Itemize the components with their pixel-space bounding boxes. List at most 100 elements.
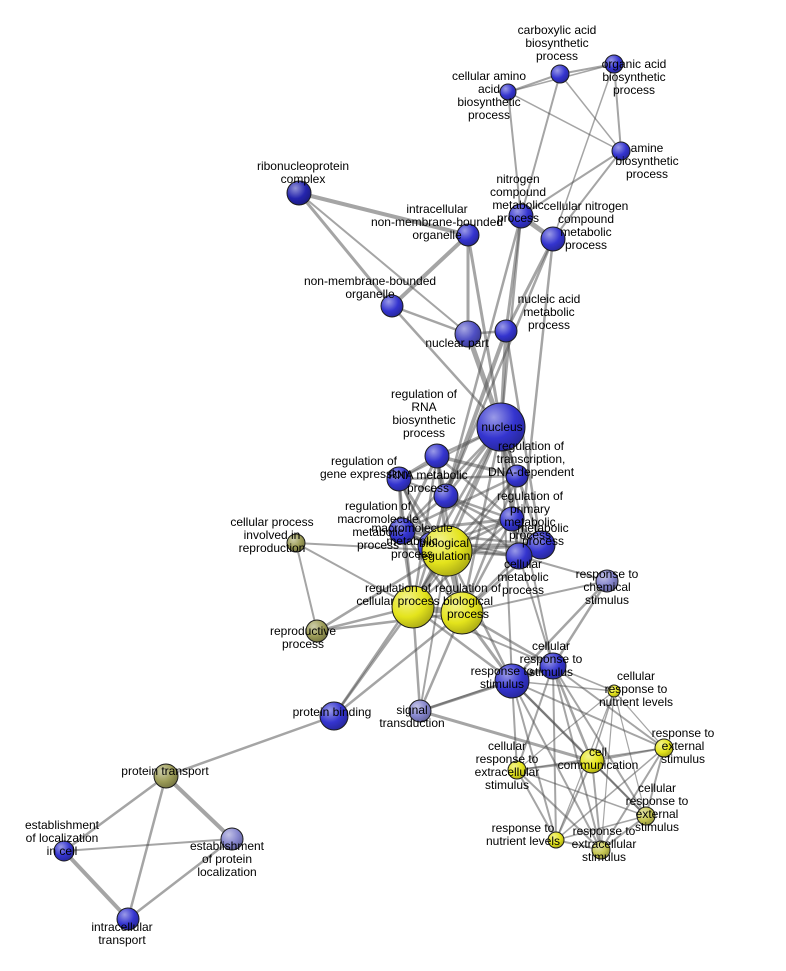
edge-regulation-of-cellular-process--protein-binding — [332, 605, 415, 718]
node-response-to-extracellular-stimulus[interactable] — [591, 840, 611, 860]
label-protein-transport: protein transport — [121, 764, 209, 778]
edge-regulation-of-biological-process--protein-binding — [332, 611, 464, 718]
node-rna-metabolic-process[interactable] — [433, 483, 459, 509]
node-cell-communication[interactable] — [579, 748, 605, 774]
node-nucleus[interactable] — [476, 402, 526, 452]
node-nitrogen-compound-metabolic-process[interactable] — [508, 203, 534, 229]
edge-intracellular-non-membrane-bounded-organelle--nucleus — [466, 233, 503, 429]
node-amine-biosynthetic-process[interactable] — [611, 141, 631, 161]
node-cellular-response-to-nutrient-levels[interactable] — [607, 684, 621, 698]
node-cellular-process-involved-in-reproduction[interactable] — [286, 533, 306, 553]
node-intracellular-transport[interactable] — [116, 907, 140, 931]
edge-cellular-response-to-stimulus--cellular-response-to-extracellular-stimulus — [516, 665, 554, 771]
edge-response-to-external-stimulus--cellular-response-to-external-stimulus — [645, 747, 665, 817]
node-carboxylic-acid-biosynthetic-process[interactable] — [550, 64, 570, 84]
node-biological-regulation[interactable] — [421, 525, 473, 577]
node-regulation-of-gene-expression[interactable] — [386, 466, 412, 492]
node-cellular-response-to-stimulus[interactable] — [539, 652, 567, 680]
edge-cellular-response-to-stimulus--cell-communication — [551, 664, 594, 763]
edge-protein-transport--intracellular-transport — [126, 774, 168, 921]
node-cellular-amino-acid-biosynthetic-process[interactable] — [499, 83, 517, 101]
node-ribonucleoprotein-complex[interactable] — [286, 180, 312, 206]
node-response-to-nutrient-levels[interactable] — [547, 831, 565, 849]
node-regulation-of-primary-metabolic-process[interactable] — [499, 506, 525, 532]
edge-nucleic-acid-metabolic-process--metabolic-process — [504, 329, 543, 547]
node-establishment-of-localization-in-cell[interactable] — [53, 840, 75, 862]
edge-regulation-of-rna-biosynthetic-process--regulation-of-macromolecule-metabolic-process — [400, 454, 439, 533]
node-regulation-of-macromolecule-metabolic-process[interactable] — [388, 517, 416, 545]
edge-cellular-nitrogen-compound-metabolic-process--cellular-metabolic-process — [517, 237, 555, 558]
edge-regulation-of-biological-process--response-to-chemical-stimulus — [461, 580, 608, 614]
edge-biological-regulation--signal-transduction — [419, 550, 448, 712]
node-signal-transduction[interactable] — [408, 699, 432, 723]
label-nucleus: nucleus — [481, 420, 522, 434]
edge-regulation-of-cellular-process--cellular-process-involved-in-reproduction — [295, 542, 414, 608]
node-nucleic-acid-metabolic-process[interactable] — [494, 319, 518, 343]
edge-layer — [62, 63, 665, 921]
node-non-membrane-bounded-organelle[interactable] — [380, 294, 404, 318]
node-reproductive-process[interactable] — [305, 619, 329, 643]
label-nuclear-part: nuclear part — [425, 336, 489, 350]
node-nuclear-part[interactable] — [454, 320, 482, 348]
node-regulation-of-transcription-dna-dependent[interactable] — [505, 464, 529, 488]
edge-carboxylic-acid-biosynthetic-process--nitrogen-compound-metabolic-process — [520, 73, 561, 217]
edge-cellular-response-to-stimulus--response-to-chemical-stimulus — [551, 579, 609, 668]
node-protein-transport[interactable] — [153, 763, 179, 789]
edge-organic-acid-biosynthetic-process--cellular-nitrogen-compound-metabolic-process — [552, 63, 615, 240]
edge-carboxylic-acid-biosynthetic-process--amine-biosynthetic-process — [559, 73, 622, 152]
edge-cellular-response-to-stimulus--response-to-nutrient-levels — [552, 665, 557, 841]
edge-amine-biosynthetic-process--nitrogen-compound-metabolic-process — [520, 150, 622, 217]
edge-cellular-response-to-nutrient-levels--cellular-response-to-extracellular-stimulus — [516, 690, 615, 771]
edge-cell-communication--cellular-response-to-external-stimulus — [591, 760, 647, 817]
node-response-to-external-stimulus[interactable] — [654, 738, 674, 758]
node-cellular-response-to-external-stimulus[interactable] — [636, 806, 656, 826]
edge-non-membrane-bounded-organelle--nucleus — [390, 304, 503, 429]
edge-establishment-of-protein-localization--intracellular-transport — [126, 837, 234, 921]
node-cellular-nitrogen-compound-metabolic-process[interactable] — [540, 226, 566, 252]
node-establishment-of-protein-localization[interactable] — [220, 827, 244, 851]
node-organic-acid-biosynthetic-process[interactable] — [604, 54, 624, 74]
node-protein-binding[interactable] — [319, 701, 349, 731]
node-intracellular-non-membrane-bounded-organelle[interactable] — [456, 223, 480, 247]
node-cellular-metabolic-process[interactable] — [505, 542, 533, 570]
edge-cellular-nitrogen-compound-metabolic-process--nucleic-acid-metabolic-process — [504, 237, 555, 333]
node-response-to-chemical-stimulus[interactable] — [595, 569, 619, 593]
edge-ribonucleoprotein-complex--nuclear-part — [298, 192, 469, 335]
edge-protein-transport--establishment-of-localization-in-cell — [62, 774, 168, 853]
node-cellular-response-to-extracellular-stimulus[interactable] — [507, 760, 527, 780]
node-regulation-of-rna-biosynthetic-process[interactable] — [424, 443, 450, 469]
edge-cellular-response-to-nutrient-levels--response-to-external-stimulus — [613, 690, 665, 749]
edge-regulation-of-macromolecule-metabolic-process--regulation-of-primary-metabolic-process — [400, 517, 514, 533]
edge-cell-communication--signal-transduction — [418, 709, 594, 763]
node-response-to-stimulus[interactable] — [494, 663, 530, 699]
node-regulation-of-biological-process[interactable] — [440, 591, 484, 635]
edge-nucleus--regulation-of-cellular-process — [411, 425, 503, 609]
node-metabolic-process[interactable] — [526, 530, 556, 560]
node-regulation-of-cellular-process[interactable] — [391, 585, 435, 629]
